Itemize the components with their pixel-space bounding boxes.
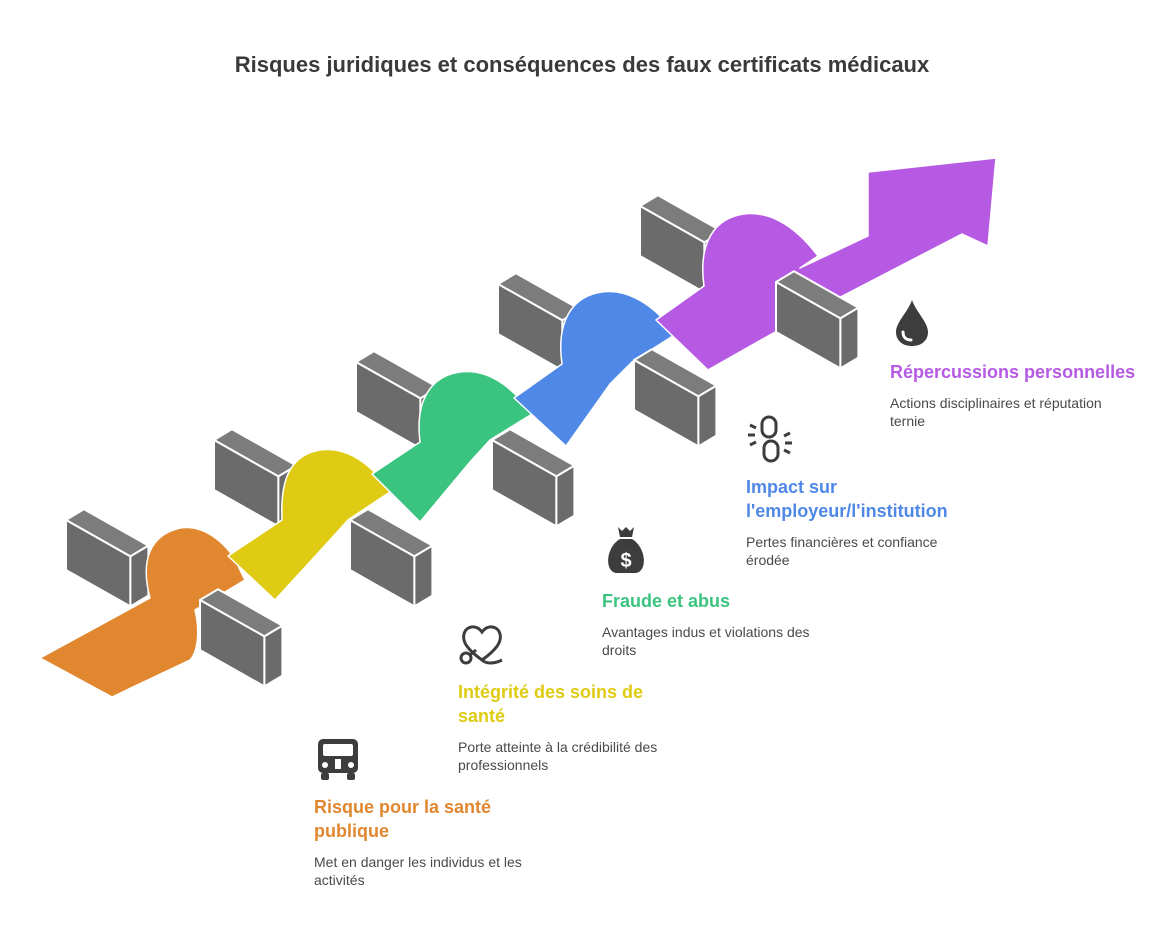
block-end	[129, 544, 150, 608]
money-bag-icon: $	[608, 527, 644, 573]
step-description: Avantages indus et violations des droits	[602, 624, 810, 658]
step-heading: Risque pour la santé publique	[314, 797, 492, 841]
front-block	[349, 508, 434, 608]
step-description: Met en danger les individus et les activ…	[314, 854, 522, 888]
front-block	[633, 348, 718, 448]
step-heading: Fraude et abus	[602, 591, 731, 611]
broken-chain-icon	[748, 415, 792, 463]
step-description: Porte atteinte à la crédibilité des prof…	[458, 739, 658, 773]
front-block	[775, 270, 860, 370]
step-fraud-abuse: $ Fraude et abus Avantages indus et viol…	[602, 525, 842, 659]
front-block	[199, 588, 284, 688]
drop-icon	[896, 300, 928, 346]
step-personal-repercussions: Répercussions personnelles Actions disci…	[890, 298, 1140, 430]
step-description: Pertes financières et confiance érodée	[746, 534, 938, 568]
block-end	[839, 306, 860, 370]
block-end	[555, 464, 576, 528]
block-end	[413, 544, 434, 608]
ambulance-icon	[318, 739, 358, 780]
step-heading: Impact sur l'employeur/l'institution	[746, 477, 948, 521]
stethoscope-heart-icon	[459, 625, 503, 665]
svg-text:$: $	[620, 550, 631, 572]
block-end	[263, 624, 284, 688]
back-block	[65, 508, 150, 608]
step-heading: Intégrité des soins de santé	[458, 682, 644, 726]
block-end	[697, 384, 718, 448]
ribbon-segment	[39, 526, 246, 698]
step-heading: Répercussions personnelles	[890, 362, 1136, 382]
step-healthcare-integrity: Intégrité des soins de santé Porte attei…	[458, 620, 688, 774]
step-public-health: Risque pour la santé publique Met en dan…	[314, 735, 564, 889]
step-description: Actions disciplinaires et réputation ter…	[890, 395, 1102, 429]
step-employer-impact: Impact sur l'employeur/l'institution Per…	[746, 415, 976, 569]
front-block	[491, 428, 576, 528]
ribbon-segment	[655, 157, 997, 371]
ribbon-layer	[39, 157, 997, 698]
page-title: Risques juridiques et conséquences des f…	[234, 52, 930, 77]
